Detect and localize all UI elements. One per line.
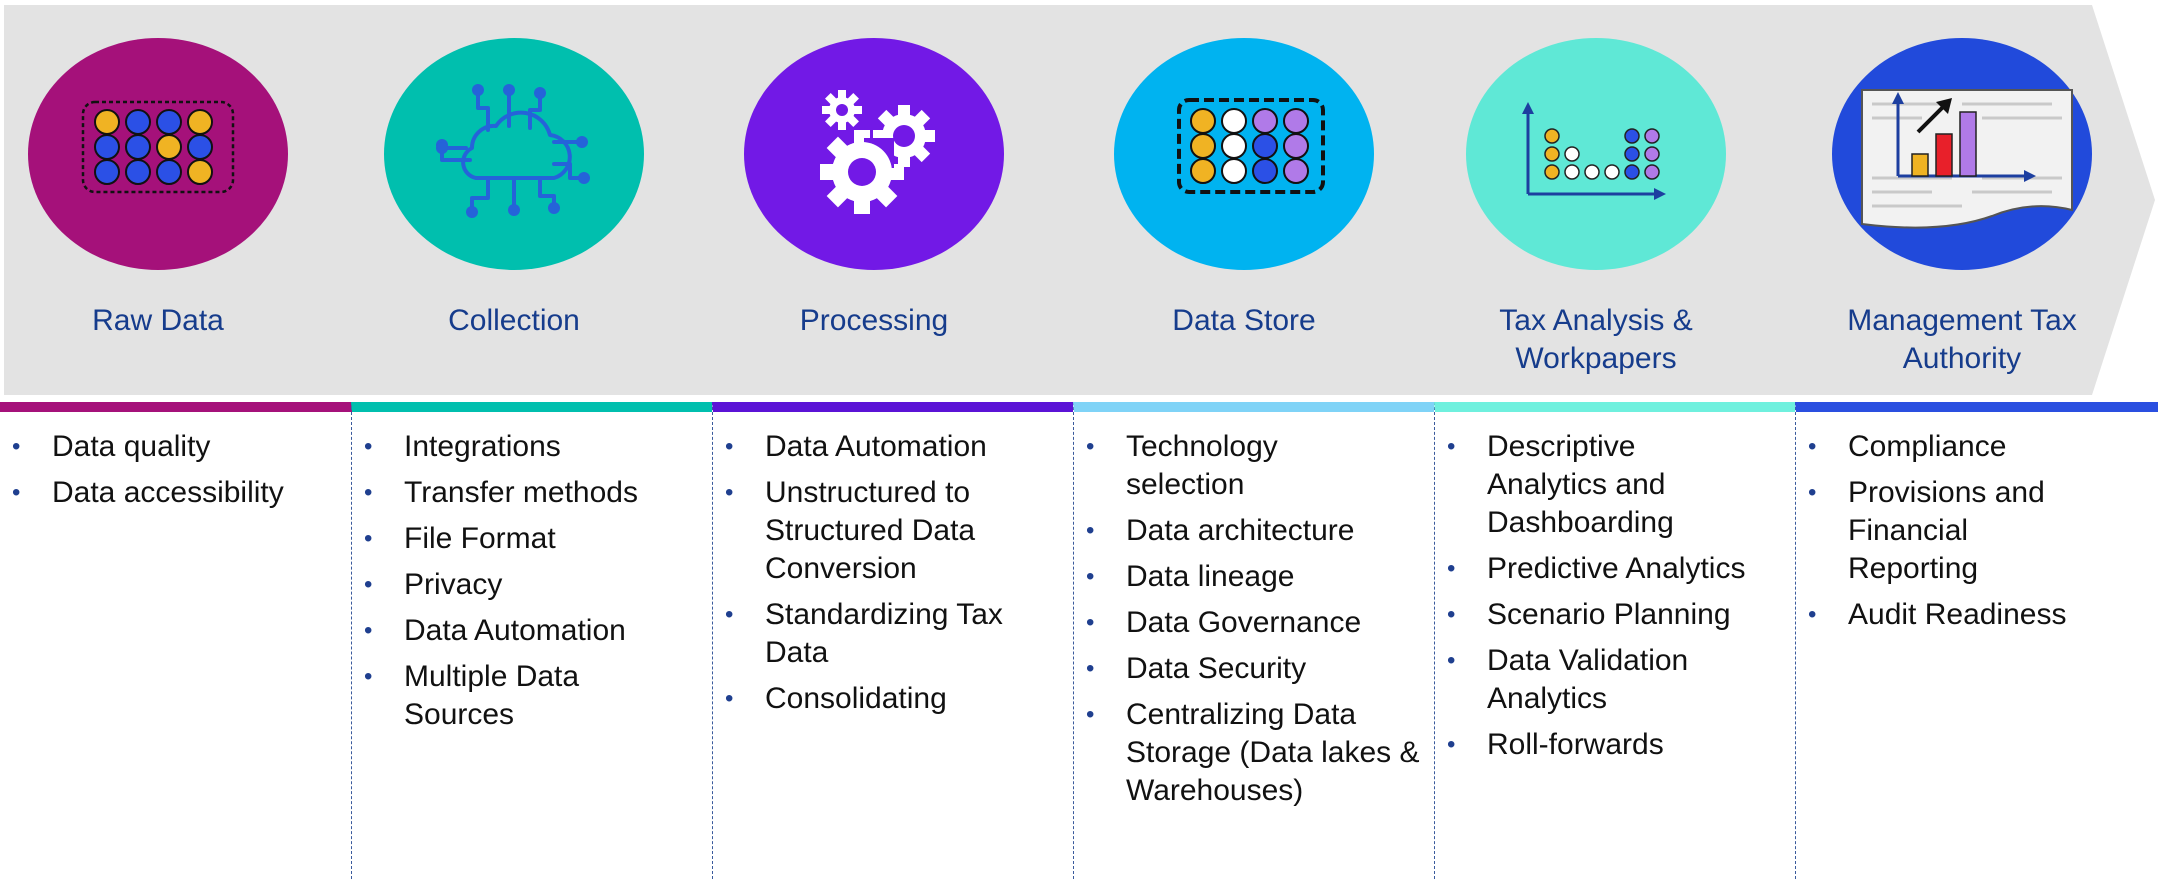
stage-label: Processing [799, 304, 949, 337]
stage-management: Management Tax Authority [1782, 0, 2142, 400]
stage-raw-data: Raw Data [0, 0, 360, 400]
column-raw-data: •Data quality •Data accessibility [0, 402, 361, 879]
list-item: •Data Automation [364, 614, 626, 647]
list-item: •Data Security [1086, 652, 1307, 685]
list-item: •Audit Readiness [1808, 598, 2067, 631]
cloud-network-icon [436, 84, 590, 218]
dot-chart-icon [1522, 102, 1666, 200]
list-item: •Data accessibility [12, 476, 284, 509]
bullet-list: •Descriptive Analytics and Dashboarding … [1435, 412, 1795, 764]
column-collection: •Integrations •Transfer methods •File Fo… [351, 402, 712, 879]
column-tax-analysis: •Descriptive Analytics and Dashboarding … [1434, 402, 1795, 879]
list-item: •Centralizing Data Storage (Data lakes &… [1086, 698, 1420, 807]
list-item: •Data quality [12, 430, 211, 463]
list-item: •Data lineage [1086, 560, 1295, 593]
stage-label: Management Tax Authority [1847, 304, 2077, 375]
list-item: •File Format [364, 522, 556, 555]
list-item: •Standardizing Tax Data [725, 598, 1003, 669]
data-grid-icon [1177, 98, 1325, 194]
list-item: •Privacy [364, 568, 503, 601]
list-item: •Scenario Planning [1447, 598, 1731, 631]
list-item: •Multiple Data Sources [364, 660, 580, 731]
stage-collection: Collection [346, 0, 706, 400]
data-grid-icon [81, 100, 235, 194]
list-item: •Integrations [364, 430, 561, 463]
stage-circle [1832, 38, 2092, 270]
list-item: •Data Governance [1086, 606, 1362, 639]
list-item: •Compliance [1808, 430, 2007, 463]
stage-circle [384, 38, 644, 270]
stage-label: Data Store [1172, 304, 1316, 337]
list-item: •Data Validation Analytics [1447, 644, 1689, 715]
bullet-list: •Integrations •Transfer methods •File Fo… [352, 412, 712, 734]
list-item: •Roll-forwards [1447, 728, 1664, 761]
column-management: •Compliance •Provisions and Financial Re… [1795, 402, 2158, 879]
list-item: •Unstructured to Structured Data Convers… [725, 476, 976, 585]
stage-tax-analysis: Tax Analysis & Workpapers [1416, 0, 1776, 400]
bullet-list: •Data Automation •Unstructured to Struct… [713, 412, 1073, 718]
list-item: •Provisions and Financial Reporting [1808, 476, 2045, 585]
column-processing: •Data Automation •Unstructured to Struct… [712, 402, 1073, 879]
list-item: •Transfer methods [364, 476, 638, 509]
report-chart-icon [1861, 89, 2073, 229]
list-item: •Descriptive Analytics and Dashboarding [1447, 430, 1674, 539]
bullet-list: •Technology selection •Data architecture… [1074, 412, 1434, 810]
stage-circle [28, 38, 288, 270]
column-data-store: •Technology selection •Data architecture… [1073, 402, 1434, 879]
stage-label: Raw Data [92, 304, 224, 337]
gears-icon [820, 90, 935, 214]
list-item: •Data architecture [1086, 514, 1355, 547]
bullet-list: •Data quality •Data accessibility [0, 412, 361, 512]
stage-circle [1114, 38, 1374, 270]
stage-label: Collection [448, 304, 580, 337]
stage-label: Tax Analysis & Workpapers [1499, 304, 1693, 375]
stage-circle [1466, 38, 1726, 270]
stage-circle [744, 38, 1004, 270]
list-item: •Data Automation [725, 430, 987, 463]
list-item: •Consolidating [725, 682, 947, 715]
list-item: •Predictive Analytics [1447, 552, 1746, 585]
bullet-list: •Compliance •Provisions and Financial Re… [1796, 412, 2158, 634]
stage-data-store: Data Store [1066, 0, 1426, 400]
list-item: •Technology selection [1086, 430, 1278, 501]
stage-processing: Processing [706, 0, 1066, 400]
